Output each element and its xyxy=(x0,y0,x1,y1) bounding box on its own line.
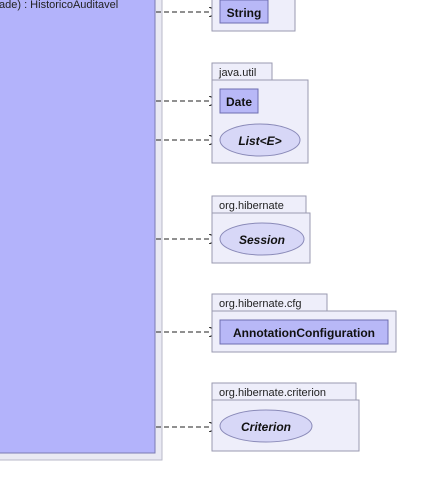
interface-list[interactable]: List<E> xyxy=(219,123,301,157)
dependency-arrows xyxy=(156,12,220,427)
source-class[interactable]: ade) : HistoricoAuditavel xyxy=(0,0,163,461)
interface-ellipse xyxy=(219,123,301,157)
package-name: org.hibernate xyxy=(219,200,284,212)
package-org-hibernate[interactable]: org.hibernate Session xyxy=(211,195,311,264)
package-org-hibernate-cfg[interactable]: org.hibernate.cfg AnnotationConfiguratio… xyxy=(211,293,397,353)
class-box xyxy=(219,0,269,24)
class-box xyxy=(219,88,259,114)
class-date[interactable]: Date xyxy=(219,88,259,114)
interface-name: Criterion xyxy=(241,420,291,434)
interface-criterion[interactable]: Criterion xyxy=(219,409,313,443)
interface-name: List<E> xyxy=(238,134,281,148)
class-annotation-configuration[interactable]: AnnotationConfiguration xyxy=(219,319,389,345)
package-name: org.hibernate.criterion xyxy=(219,387,326,399)
class-string[interactable]: String xyxy=(219,0,269,24)
source-class-operation-text: ade) : HistoricoAuditavel xyxy=(0,0,118,11)
class-name: AnnotationConfiguration xyxy=(233,326,375,340)
interface-name: Session xyxy=(239,233,285,247)
package-org-hibernate-criterion[interactable]: org.hibernate.criterion Criterion xyxy=(211,382,360,452)
class-box xyxy=(219,319,389,345)
package-name: java.util xyxy=(218,67,256,79)
source-class-box xyxy=(0,0,156,454)
class-name: String xyxy=(227,6,262,20)
interface-ellipse xyxy=(219,222,305,256)
package-java-util[interactable]: java.util Date List<E> xyxy=(211,62,309,164)
interface-ellipse xyxy=(219,409,313,443)
package-java-lang[interactable]: String xyxy=(211,0,296,32)
class-name: Date xyxy=(226,95,252,109)
interface-session[interactable]: Session xyxy=(219,222,305,256)
package-name: org.hibernate.cfg xyxy=(219,298,302,310)
